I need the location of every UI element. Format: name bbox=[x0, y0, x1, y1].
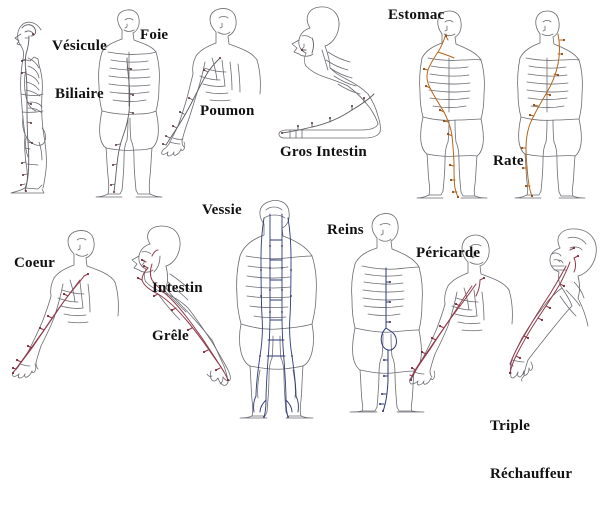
label-reins: Reins bbox=[327, 222, 364, 238]
figure-poumon bbox=[160, 8, 270, 158]
label-intestin-grele: Intestin Grêle bbox=[152, 248, 203, 376]
label-vesicule-biliaire: Vésicule Biliaire bbox=[52, 6, 107, 134]
label-poumon: Poumon bbox=[200, 103, 255, 119]
figure-estomac bbox=[412, 10, 500, 199]
figure-coeur bbox=[11, 228, 130, 386]
label-line-1: Triple bbox=[490, 418, 531, 434]
label-foie: Foie bbox=[140, 27, 169, 43]
label-estomac: Estomac bbox=[388, 7, 445, 23]
label-gros-intestin: Gros Intestin bbox=[280, 144, 367, 160]
figure-foie bbox=[86, 8, 178, 198]
figure-vessie bbox=[230, 200, 324, 419]
figure-reins bbox=[344, 212, 434, 413]
label-pericarde: Péricarde bbox=[416, 245, 481, 261]
label-line-2: Grêle bbox=[152, 328, 189, 344]
label-triple-rechauffeur: Triple Réchauffeur bbox=[490, 386, 572, 514]
figure-triple-rechauffeur bbox=[508, 228, 602, 388]
label-rate: Rate bbox=[493, 153, 524, 169]
figure-pericarde bbox=[409, 232, 522, 392]
meridian-chart: Vésicule Biliaire Foie Poumon Gros Intes… bbox=[8, 6, 602, 482]
figure-intestin-grele bbox=[118, 225, 234, 392]
label-vessie: Vessie bbox=[202, 202, 242, 218]
label-line-1: Vésicule bbox=[52, 38, 107, 54]
label-line-2: Réchauffeur bbox=[490, 466, 573, 482]
label-line-2: Biliaire bbox=[55, 86, 104, 102]
label-line-1: Intestin bbox=[152, 280, 203, 296]
figure-rate bbox=[508, 10, 596, 199]
figure-vesicule-biliaire bbox=[8, 12, 100, 198]
label-coeur: Coeur bbox=[14, 255, 55, 271]
figure-gros-intestin bbox=[268, 6, 394, 142]
